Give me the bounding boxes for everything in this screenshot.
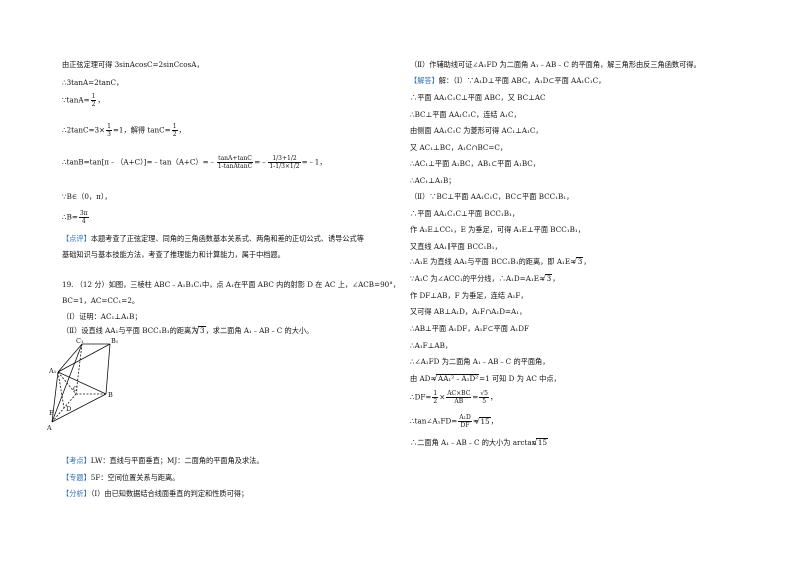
text-line: 由侧面 AA₁C₁C 为菱形可得 AC₁⊥A₁C， (410, 126, 543, 135)
text-line: ∴平面 AA₁C₁C⊥平面 BCC₁B₁， (410, 209, 520, 218)
text-line: ∴BC⊥平面 AA₁C₁C，连结 A₁C， (410, 110, 521, 119)
text-line: 基础知识与基本技能方法，考查了推理能力和计算能力，属于中档题。 (62, 250, 285, 259)
text-line: ∴AC₁⊥A₁B； (410, 176, 456, 185)
text-line: ∴AB⊥平面 A₁DF，A₁F⊂平面 A₁DF (410, 324, 530, 333)
dianping-line: 点评本题考查了正弦定理、同角的三角函数基本关系式、两角和差的正切公式、诱导公式等 (62, 234, 364, 243)
kaodian-tag: 考点 (62, 456, 91, 465)
formula-line: ∴A₁E 为直线 AA₁与平面 BCC₁B₁的距离，即 A₁E=3， (410, 257, 591, 266)
formula-line: 由 AD=AA₁²﹣A₁D²=1 可知 D 为 AC 中点， (410, 374, 561, 383)
zhuanti-tag: 专题 (62, 473, 91, 482)
text-line: 又 AC₁⊥BC，A₁C∩BC=C， (410, 143, 508, 152)
fenxi-tag: 分析 (62, 489, 91, 498)
text-line: （Ⅱ）作辅助线可证∠A₁FD 为二面角 A₁﹣AB﹣C 的平面角，解三角形由反三… (410, 60, 701, 69)
text-line: ∴∠A₁FD 为二面角 A₁﹣AB﹣C 的平面角， (410, 357, 550, 366)
text-line: 又直线 AA₁∥平面 BCC₁B₁， (410, 242, 502, 251)
formula-line: ∵A₁C 为∠ACC₁的平分线，∴A₁D=A₁E=3， (410, 274, 559, 283)
text-line: （Ⅱ）∵BC⊥平面 AA₁C₁C，BC⊂平面 BCC₁B₁， (410, 192, 574, 201)
formula-line: （Ⅱ）设直线 AA₁与平面 BCC₁B₁的距离为3，求二面角 A₁﹣AB﹣C 的… (62, 326, 313, 335)
label-A1: A₁ (48, 367, 57, 375)
text-line: ∴AC₁⊥平面 A₁BC，AB₁⊂平面 A₁BC， (410, 159, 540, 168)
formula-line: ∴二面角 A₁﹣AB﹣C 的大小为 arctan15 (410, 438, 549, 447)
text-line: 作 A₁E⊥CC₁，E 为垂足，可得 A₁E⊥平面 BCC₁B₁， (410, 225, 585, 234)
text-line: ∴3tanA=2tanC， (62, 78, 124, 87)
text-line: ∴平面 AA₁C₁C⊥平面 ABC，又 BC⊥AC (410, 93, 546, 102)
dianping-tag: 点评 (62, 234, 91, 243)
text-line: 又可得 AB⊥A₁D，A₁F∩A₁D=A₁， (410, 307, 527, 316)
fenxi-line: 分析（Ⅰ）由已知数据结合线面垂直的判定和性质可得； (62, 489, 248, 498)
jieda-line: 解答解：（Ⅰ）∵A₁D⊥平面 ABC，A₁D⊂平面 AA₁C₁C， (410, 76, 605, 85)
zhuanti-line: 专题5F：空间位置关系与距离。 (62, 473, 179, 482)
label-A: A (46, 424, 52, 432)
text-line: ∴A₁F⊥AB， (410, 341, 453, 350)
prism-figure: C₁ B₁ A₁ C B D E A (46, 337, 119, 432)
label-B: B (108, 391, 113, 399)
label-C: C (73, 385, 78, 393)
label-B1: B₁ (111, 337, 119, 345)
label-E: E (49, 409, 54, 417)
text-line: 作 DF⊥AB，F 为垂足，连结 A₁F， (410, 291, 528, 300)
text-line: ∵B∈（0，π）， (62, 192, 112, 201)
label-C1: C₁ (76, 337, 84, 345)
question-19-line: 19. （12 分）如图，三棱柱 ABC﹣A₁B₁C₁中，点 A₁在平面 ABC… (62, 280, 401, 289)
text-line: （Ⅰ）证明：AC₁⊥A₁B； (62, 312, 142, 321)
kaodian-line: 考点LW：直线与平面垂直；MJ：二面角的平面角及求法。 (62, 456, 264, 465)
text-line: 由正弦定理可得 3sinAcosC=2sinCcosA， (62, 60, 204, 69)
label-D: D (66, 405, 71, 413)
jieda-tag: 解答 (410, 76, 439, 85)
text-line: BC=1，AC=CC₁=2。 (62, 296, 140, 305)
